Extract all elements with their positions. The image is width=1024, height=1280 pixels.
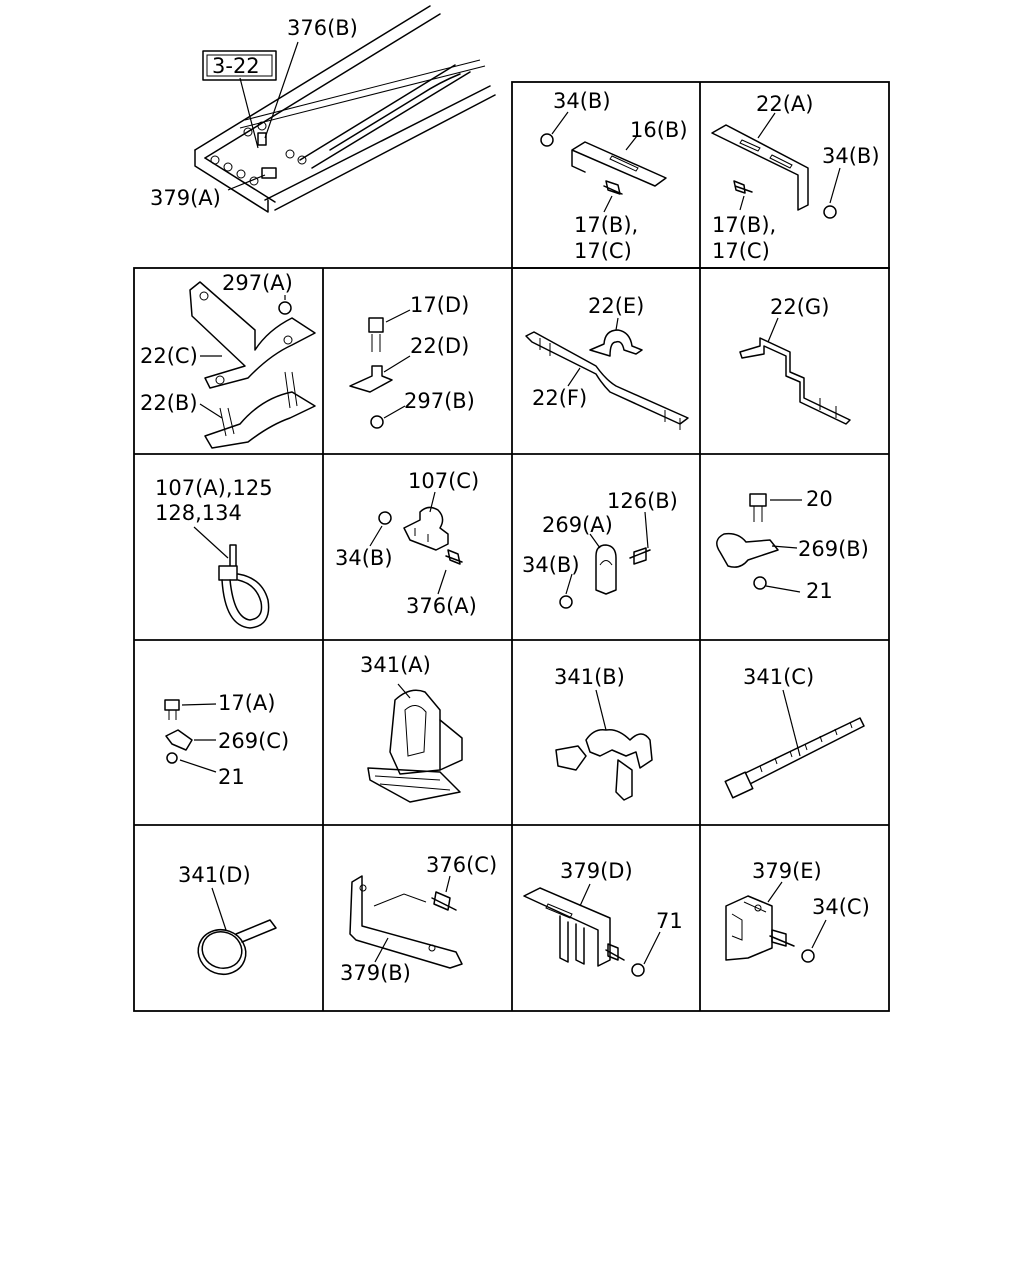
- clamp-22c-22b-drawing: [189, 281, 316, 449]
- leader-line: [595, 689, 607, 731]
- label-128-134: 128,134: [155, 501, 242, 525]
- label-22a: 22(A): [756, 92, 813, 116]
- leader-line: [782, 689, 801, 757]
- label-34b: 34(B): [522, 553, 580, 577]
- label-379e: 379(E): [752, 859, 822, 883]
- label-17b: 17(B),: [712, 213, 776, 237]
- label-17a: 17(A): [218, 691, 275, 715]
- label-297b: 297(B): [404, 389, 475, 413]
- leader-line: [199, 295, 286, 419]
- leader-line: [579, 883, 661, 965]
- label-126b: 126(B): [607, 489, 678, 513]
- label-341c: 341(C): [743, 665, 814, 689]
- label-341a: 341(A): [360, 653, 431, 677]
- ref-box-label: 3-22: [212, 54, 260, 78]
- label-22b: 22(B): [140, 391, 198, 415]
- label-16b: 16(B): [630, 118, 688, 142]
- bracket-379e-drawing: [725, 895, 815, 963]
- leader-line: [227, 41, 299, 191]
- leader-line: [374, 875, 451, 963]
- label-376b-frame: 376(B): [287, 16, 358, 40]
- bracket-16b-drawing: [540, 133, 667, 195]
- bracket-22f-22e-drawing: [525, 329, 689, 430]
- label-21: 21: [806, 579, 833, 603]
- label-17b: 17(B),: [574, 213, 638, 237]
- label-22e: 22(E): [588, 294, 644, 318]
- label-107c: 107(C): [408, 469, 479, 493]
- cable-tie-341c-drawing: [724, 717, 865, 799]
- leader-line: [179, 703, 217, 773]
- label-22c: 22(C): [140, 344, 198, 368]
- parts-grid: [133, 81, 890, 1012]
- bracket-22a-drawing: [711, 124, 837, 219]
- label-379b: 379(B): [340, 961, 411, 985]
- leader-line: [397, 683, 411, 699]
- label-71: 71: [656, 909, 683, 933]
- leader-line: [193, 526, 229, 559]
- label-34c: 34(C): [812, 895, 870, 919]
- label-17d: 17(D): [410, 293, 469, 317]
- leader-line: [567, 317, 619, 387]
- frame-overview-drawing: [194, 5, 496, 213]
- label-21: 21: [218, 765, 245, 789]
- clip-341a-drawing: [367, 689, 463, 803]
- label-376c: 376(C): [426, 853, 497, 877]
- label-22f: 22(F): [532, 386, 587, 410]
- bracket-22g-drawing: [739, 337, 851, 425]
- leader-line: [565, 511, 649, 595]
- label-22g: 22(G): [770, 295, 829, 319]
- label-107a-125: 107(A),125: [155, 476, 273, 500]
- label-20: 20: [806, 487, 833, 511]
- label-34b: 34(B): [822, 144, 880, 168]
- label-379d: 379(D): [560, 859, 633, 883]
- band-341d-drawing: [197, 919, 277, 975]
- label-22d: 22(D): [410, 334, 469, 358]
- clip-341b-drawing: [555, 728, 653, 801]
- label-269c: 269(C): [218, 729, 289, 753]
- leader-line: [211, 887, 227, 931]
- label-341d: 341(D): [178, 863, 251, 887]
- label-341b: 341(B): [554, 665, 625, 689]
- label-297a: 297(A): [222, 271, 293, 295]
- label-17c: 17(C): [574, 239, 632, 263]
- clip-107c-drawing: [378, 506, 463, 565]
- bracket-22d-drawing: [349, 317, 393, 429]
- label-376a: 376(A): [406, 594, 477, 618]
- clip-269b-drawing: [716, 493, 779, 590]
- leader-line: [739, 112, 841, 211]
- label-269a: 269(A): [542, 513, 613, 537]
- label-17c: 17(C): [712, 239, 770, 263]
- cable-tie-107a-drawing: [218, 544, 270, 629]
- ref-box: [202, 50, 277, 81]
- label-269b: 269(B): [798, 537, 869, 561]
- bracket-379d-drawing: [523, 887, 645, 977]
- leader-line: [767, 881, 827, 949]
- leader-line: [765, 499, 802, 593]
- clip-269a-drawing: [559, 544, 651, 609]
- clip-269c-drawing: [164, 699, 193, 764]
- leader-line: [551, 111, 638, 213]
- label-34b: 34(B): [553, 89, 611, 113]
- label-379a-frame: 379(A): [150, 186, 221, 210]
- leader-line: [767, 317, 779, 343]
- label-34b: 34(B): [335, 546, 393, 570]
- leader-line: [383, 309, 411, 419]
- leader-line: [369, 491, 447, 595]
- bracket-379b-drawing: [349, 875, 463, 969]
